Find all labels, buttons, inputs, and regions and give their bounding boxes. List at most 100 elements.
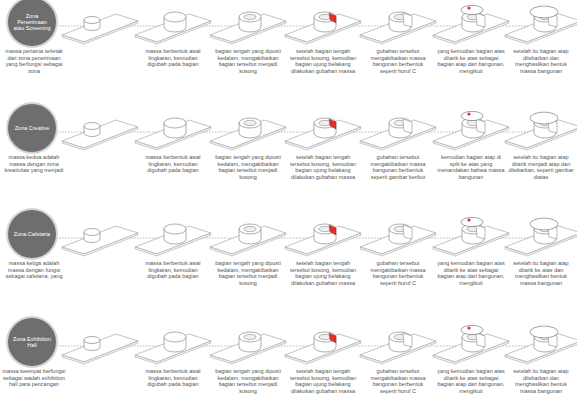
- step-caption: gubahan tersebut mengakibatkan massa ban…: [364, 154, 432, 180]
- step-caption: yang kemudian bagian atas ditarik ke ata…: [437, 368, 505, 394]
- mass-void: [244, 334, 256, 339]
- mass-top: [164, 12, 186, 22]
- massing-step: [505, 326, 577, 364]
- massing-step: [62, 120, 138, 150]
- mass-top: [314, 12, 336, 22]
- step-caption: kemudian bagian atap di split ke atas ya…: [437, 154, 505, 180]
- c-opening: [476, 119, 485, 133]
- mass-top: [164, 118, 186, 128]
- massing-step: [285, 332, 361, 364]
- mass-top: [314, 118, 336, 128]
- zone-name: Zona Exhibition Hall: [12, 336, 52, 349]
- roof-piece: [461, 111, 483, 120]
- massing-step: [433, 325, 509, 364]
- slab-edge: [62, 233, 138, 256]
- step-caption: setelah bagian tengah tersebut kosong, k…: [289, 368, 357, 394]
- mass-top: [84, 123, 100, 130]
- step-caption: massa berbentuk awal lingkaran, kemudian…: [139, 48, 207, 68]
- c-opening: [403, 225, 412, 239]
- massing-step: [135, 12, 211, 44]
- step-caption: setelah itu bagian atap dilebarkan dan m…: [507, 48, 575, 74]
- roof-piece: [461, 5, 483, 14]
- massing-step: [505, 6, 577, 44]
- mass-top: [84, 17, 100, 24]
- step-caption: gubahan tersebut mengakibatkan massa ban…: [364, 48, 432, 74]
- roof-piece: [461, 217, 483, 226]
- c-opening: [403, 333, 412, 347]
- roof-marker: [467, 218, 470, 221]
- row-illustration: [56, 111, 577, 150]
- roof-piece: [530, 112, 558, 124]
- massing-step: [433, 5, 509, 44]
- step-caption: massa berbentuk awal lingkaran, kemudian…: [139, 154, 207, 174]
- mass-top: [239, 224, 261, 234]
- massing-step: [210, 332, 286, 364]
- step-caption: yang kemudian bagian atas ditarik ke ata…: [437, 48, 505, 74]
- massing-step: [433, 217, 509, 256]
- mass-top: [84, 229, 100, 236]
- step-caption: massa berbentuk awal lingkaran, kemudian…: [139, 260, 207, 280]
- zone-circle: Zona Penerimaan atau Screening: [8, 0, 56, 46]
- mass-top: [239, 118, 261, 128]
- step-caption: massa pertama terletak dari zona penerim…: [2, 48, 66, 74]
- massing-step: [360, 332, 436, 364]
- mass-top: [164, 224, 186, 234]
- slab-edge: [62, 127, 138, 150]
- mass-top: [314, 332, 336, 342]
- zone-circle: Zona Creative: [8, 104, 56, 152]
- slab-edge: [62, 21, 138, 44]
- massing-step: [285, 224, 361, 256]
- zone-circle: Zona Cafetaria: [8, 210, 56, 258]
- step-caption: setelah itu bagian atap ditarik menjadi …: [507, 154, 575, 180]
- mass-void: [244, 14, 256, 19]
- roof-piece: [530, 326, 558, 338]
- step-caption: setelah itu bagian atap dilebarkan dan m…: [507, 368, 575, 394]
- massing-step: [210, 224, 286, 256]
- step-caption: setelah itu bagian atap ditarik ke atas …: [507, 260, 575, 286]
- step-caption: massa berbentuk awal lingkaran, kemudian…: [139, 368, 207, 388]
- cut-highlight: [329, 119, 336, 129]
- step-caption: gubahan tersebut mengakibatkan massa ban…: [364, 260, 432, 286]
- mass-void: [244, 120, 256, 125]
- row-illustration: [56, 325, 577, 364]
- cut-highlight: [329, 225, 336, 235]
- massing-step: [135, 118, 211, 150]
- c-opening: [476, 333, 485, 347]
- roof-piece: [530, 218, 558, 230]
- step-caption: bagian tengah yang dipusti kedalam, meng…: [214, 48, 282, 74]
- massing-step: [135, 224, 211, 256]
- zone-name: Zona Creative: [15, 125, 50, 131]
- massing-step: [135, 332, 211, 364]
- mass-top: [239, 12, 261, 22]
- zone-name: Zona Penerimaan atau Screening: [12, 13, 52, 32]
- massing-step: [360, 12, 436, 44]
- step-caption: bagian tengah yang dipusti kedalam, meng…: [214, 154, 282, 180]
- c-opening: [476, 13, 485, 27]
- step-caption: setelah bagian tengah tersebut kosong, k…: [289, 260, 357, 286]
- mass-top: [314, 224, 336, 234]
- row-illustration: [56, 217, 577, 256]
- zone-circle: Zona Exhibition Hall: [8, 318, 56, 366]
- cut-highlight: [329, 13, 336, 23]
- massing-step: [360, 118, 436, 150]
- step-caption: bagian tengah yang dipusti kedalam, meng…: [214, 260, 282, 286]
- cut-highlight: [329, 333, 336, 343]
- roof-marker: [467, 112, 470, 115]
- massing-step: [62, 14, 138, 44]
- mass-top: [164, 332, 186, 342]
- massing-step: [285, 118, 361, 150]
- massing-step: [285, 12, 361, 44]
- massing-step: [505, 218, 577, 256]
- c-opening: [403, 119, 412, 133]
- zone-name: Zona Cafetaria: [14, 231, 50, 237]
- mass-void: [244, 226, 256, 231]
- mass-top: [239, 332, 261, 342]
- c-opening: [476, 225, 485, 239]
- massing-step: [433, 111, 509, 150]
- step-caption: massa kedua adalah massa dengan zona kre…: [2, 154, 66, 174]
- massing-step: [210, 12, 286, 44]
- step-caption: setelah bagian tengah tersebut kosong, k…: [289, 154, 357, 180]
- massing-step: [62, 226, 138, 256]
- slab-edge: [62, 341, 138, 364]
